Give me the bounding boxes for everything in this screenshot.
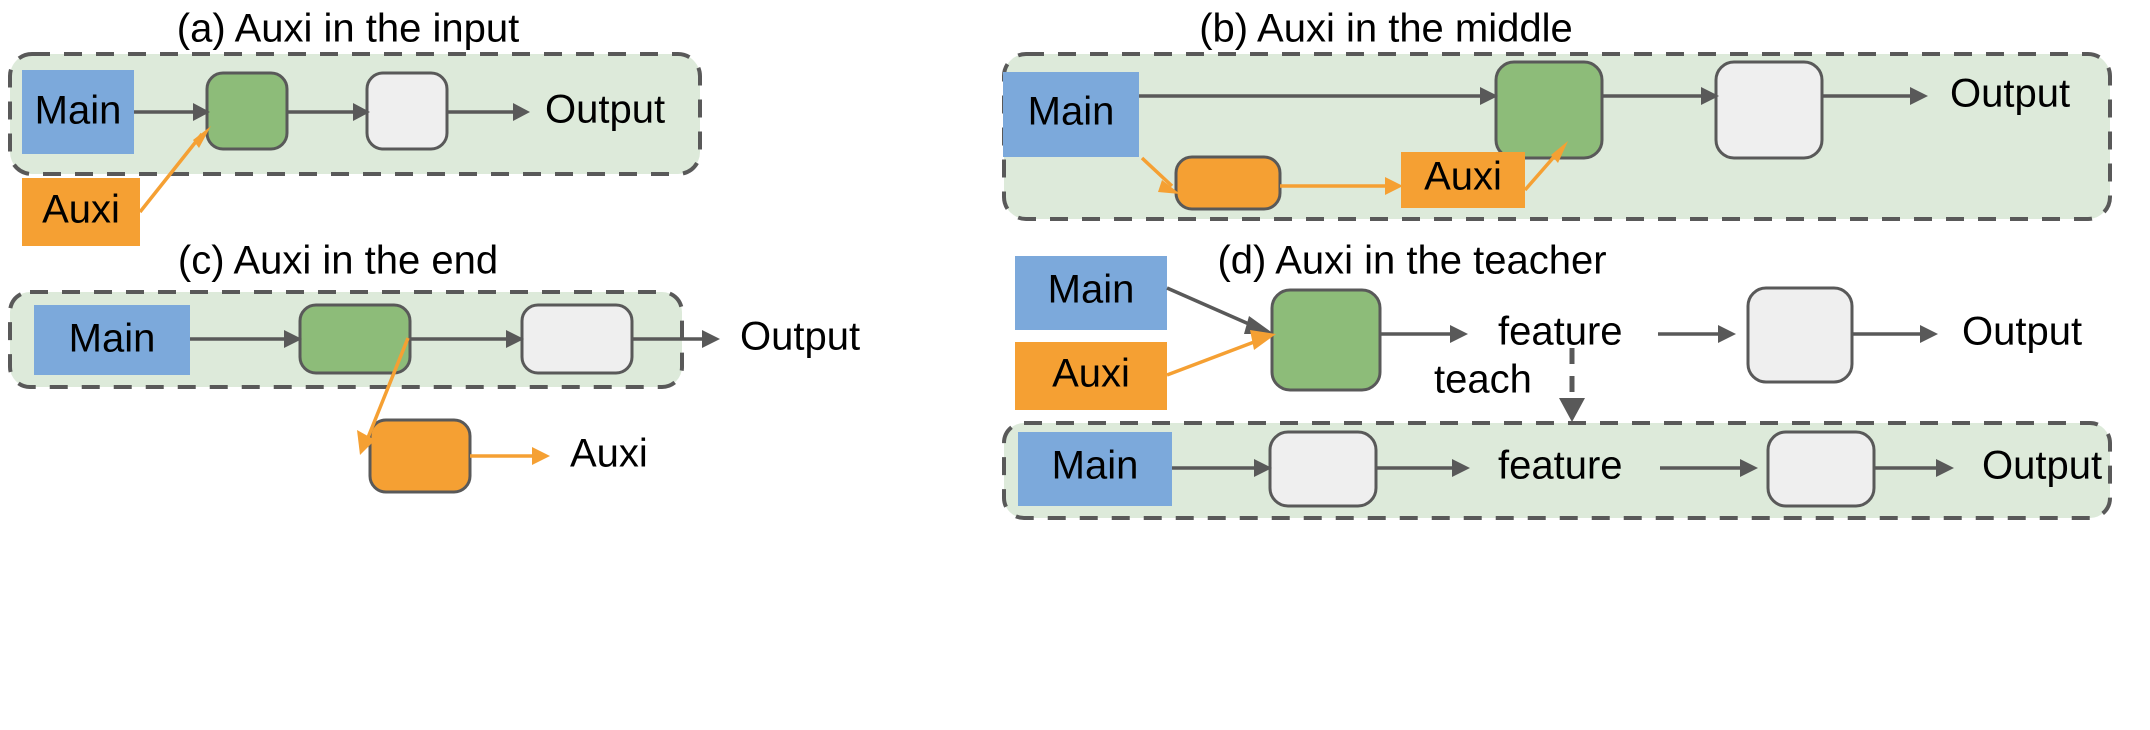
panel-d-teacher-feature-label: feature xyxy=(1498,310,1623,354)
panel-d-title: (d) Auxi in the teacher xyxy=(1217,239,1606,283)
panel-c-auxi-block xyxy=(368,418,472,494)
panel-d-teacher-main-box xyxy=(1015,256,1167,330)
panel-c-main-label: Main xyxy=(69,317,156,361)
panel-b-green-block xyxy=(1494,60,1604,160)
panel-b-output-label: Output xyxy=(1950,72,2070,116)
panel-a-edge-main-to-green xyxy=(134,103,210,121)
panel-a-auxi-label: Auxi xyxy=(42,188,120,232)
panel-b-orange-block xyxy=(1174,155,1282,211)
panel-d-student-output-label: Output xyxy=(1982,444,2102,488)
panel-c-output-label: Output xyxy=(740,315,860,359)
panel-a-edge-green-to-grey xyxy=(287,103,370,121)
panel-b-edge-orange-to-auxi xyxy=(1280,177,1403,195)
panel-d-edge-green-to-feature xyxy=(1380,325,1468,343)
panel-d-edge-teacher-grey-to-output xyxy=(1852,325,1938,343)
panel-c: (c) Auxi in the end Main Output xyxy=(8,239,860,494)
panel-d-edge-auxi-to-green xyxy=(1166,330,1276,377)
panel-a-green-block xyxy=(205,71,289,151)
panel-a-grey-block xyxy=(365,71,449,151)
panel-b-edge-grey-to-output xyxy=(1822,87,1928,105)
panel-b: (b) Auxi in the middle Main Output Auxi xyxy=(1002,7,2112,221)
panel-c-edge-main-to-green xyxy=(190,330,302,348)
panel-d-teacher-auxi-label: Auxi xyxy=(1052,352,1130,396)
panel-d-teacher-grey-block xyxy=(1746,286,1854,384)
panel-d-teacher-auxi-box xyxy=(1015,342,1167,410)
panel-a-edge-auxi-to-green xyxy=(138,126,211,214)
panel-b-auxi-label: Auxi xyxy=(1424,155,1502,199)
panel-d-teach-arrow xyxy=(1559,348,1585,422)
panel-d-teacher-output-label: Output xyxy=(1962,310,2082,354)
panel-d-student-grey-block-2 xyxy=(1766,430,1876,508)
panel-a-edge-grey-to-output xyxy=(447,103,530,121)
panel-b-title: (b) Auxi in the middle xyxy=(1199,7,1573,51)
panel-a-main-label: Main xyxy=(35,89,122,133)
panel-d-edge-main-to-green xyxy=(1166,286,1274,334)
panel-d: (d) Auxi in the teacher Main Auxi featur… xyxy=(1002,239,2112,520)
panel-d-student-feature-label: feature xyxy=(1498,444,1623,488)
panel-d-student-main-label: Main xyxy=(1052,444,1139,488)
panel-c-grey-block xyxy=(520,303,634,375)
panel-d-student-main-box xyxy=(1018,432,1172,506)
panel-c-main-box xyxy=(34,305,190,375)
panel-b-main-box xyxy=(1003,72,1139,157)
panel-a-title: (a) Auxi in the input xyxy=(177,7,519,51)
panel-d-edge-student-feature-to-grey2 xyxy=(1660,459,1758,477)
panel-b-main-label: Main xyxy=(1028,90,1115,134)
panel-d-student-grey-block-1 xyxy=(1268,430,1378,508)
panel-c-auxi-label: Auxi xyxy=(570,432,648,476)
panel-c-edge-auxi-block-to-label xyxy=(470,447,550,465)
panel-d-teach-label: teach xyxy=(1434,358,1532,402)
panel-d-edge-feature-to-grey xyxy=(1658,325,1736,343)
panel-a-main-box xyxy=(22,70,134,154)
panel-b-edge-main-to-orange xyxy=(1140,156,1180,194)
panel-a-output-label: Output xyxy=(545,88,665,132)
panel-a: (a) Auxi in the input Main Output Auxi xyxy=(8,7,702,246)
panel-c-edge-green-to-auxi-block xyxy=(357,337,410,455)
panel-a-auxi-box xyxy=(22,178,140,246)
panel-d-edge-student-main-to-grey xyxy=(1172,459,1272,477)
panel-c-title: (c) Auxi in the end xyxy=(178,239,498,283)
panel-d-edge-student-grey2-to-output xyxy=(1874,459,1954,477)
panel-b-edge-auxi-to-green xyxy=(1523,141,1568,192)
panel-c-green-block xyxy=(298,303,412,375)
panel-d-teacher-green-block xyxy=(1270,288,1382,392)
panel-c-edge-green-to-grey xyxy=(410,330,524,348)
panel-d-edge-student-grey-to-feature xyxy=(1376,459,1470,477)
panel-c-edge-grey-to-output xyxy=(632,330,720,348)
panel-d-teacher-main-label: Main xyxy=(1048,268,1135,312)
panel-b-grey-block xyxy=(1714,60,1824,160)
panel-b-auxi-box xyxy=(1401,152,1525,208)
panel-b-edge-green-to-grey xyxy=(1602,87,1719,105)
panel-b-edge-main-to-green xyxy=(1139,87,1498,105)
